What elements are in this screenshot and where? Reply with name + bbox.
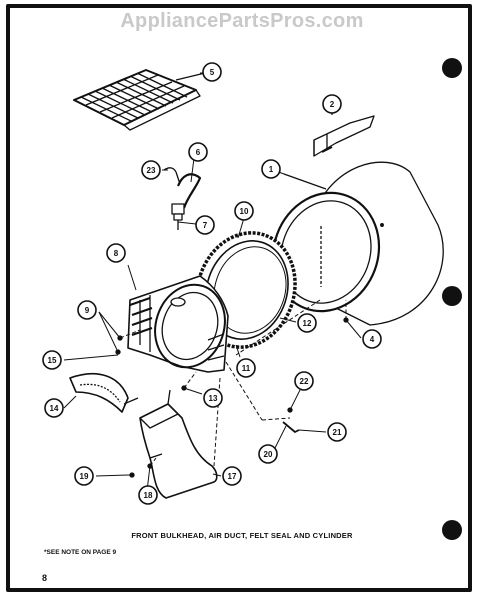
callout-11: 11 xyxy=(236,358,256,378)
callout-circle xyxy=(44,398,64,418)
callout-number: 11 xyxy=(242,364,251,373)
callout-8: 8 xyxy=(106,243,126,263)
callout-number: 9 xyxy=(85,306,90,315)
callout-7: 7 xyxy=(195,215,215,235)
callout-number: 19 xyxy=(80,472,89,481)
note-text: *SEE NOTE ON PAGE 9 xyxy=(44,549,117,556)
part-17-air-duct xyxy=(139,389,218,499)
callout-number: 12 xyxy=(303,319,312,328)
callout-5: 5 xyxy=(202,62,222,82)
callout-number: 18 xyxy=(144,491,153,500)
callout-17: 17 xyxy=(222,466,242,486)
callout-22: 22 xyxy=(294,371,314,391)
callout-circle xyxy=(261,159,281,179)
callout-number: 22 xyxy=(300,377,309,386)
callout-15: 15 xyxy=(42,350,62,370)
callout-number: 23 xyxy=(147,166,156,175)
binder-hole-top xyxy=(442,58,462,78)
callout-number: 10 xyxy=(240,207,249,216)
callout-circle xyxy=(236,358,256,378)
callout-circle xyxy=(106,243,126,263)
callout-circle xyxy=(234,201,254,221)
callout-21: 21 xyxy=(327,422,347,442)
callout-circle xyxy=(327,422,347,442)
callout-number: 13 xyxy=(209,394,218,403)
callout-circle xyxy=(203,388,223,408)
callout-13: 13 xyxy=(203,388,223,408)
callout-1: 1 xyxy=(261,159,281,179)
callout-number: 4 xyxy=(370,335,375,344)
page-frame xyxy=(6,4,472,592)
callout-circle xyxy=(322,94,342,114)
callout-19: 19 xyxy=(74,466,94,486)
callout-6: 6 xyxy=(188,142,208,162)
callout-number: 15 xyxy=(48,356,57,365)
callout-circle xyxy=(188,142,208,162)
diagram-caption: FRONT BULKHEAD, AIR DUCT, FELT SEAL AND … xyxy=(131,531,353,540)
binder-hole-middle xyxy=(442,286,462,306)
watermark: AppliancePartsPros.com xyxy=(120,10,364,32)
part-8-front-bulkhead xyxy=(127,275,229,373)
part-14-lint-housing xyxy=(69,373,139,413)
part-5-rack xyxy=(73,69,206,131)
part-6-thermostat-wire xyxy=(163,167,202,230)
callout-number: 7 xyxy=(203,221,208,230)
callout-number: 5 xyxy=(210,68,215,77)
callout-number: 21 xyxy=(333,428,342,437)
part-1-cylinder xyxy=(271,161,444,326)
page-number: 8 xyxy=(42,573,48,583)
callout-10: 10 xyxy=(234,201,254,221)
callout-circle xyxy=(141,160,161,180)
callout-circle xyxy=(42,350,62,370)
callout-12: 12 xyxy=(297,313,317,333)
callout-circle xyxy=(77,300,97,320)
callout-circle xyxy=(138,485,158,505)
callout-circle xyxy=(258,444,278,464)
binder-hole-bottom xyxy=(442,520,462,540)
callout-number: 2 xyxy=(330,100,335,109)
callout-circle xyxy=(222,466,242,486)
callout-number: 14 xyxy=(50,404,59,413)
callout-23: 23 xyxy=(141,160,161,180)
callout-circle xyxy=(74,466,94,486)
callout-2: 2 xyxy=(322,94,342,114)
callout-number: 20 xyxy=(264,450,273,459)
callout-9: 9 xyxy=(77,300,97,320)
callout-20: 20 xyxy=(258,444,278,464)
callout-4: 4 xyxy=(362,329,382,349)
callout-number: 17 xyxy=(228,472,237,481)
callout-14: 14 xyxy=(44,398,64,418)
callout-circle xyxy=(195,215,215,235)
callout-number: 1 xyxy=(269,165,274,174)
callout-number: 6 xyxy=(196,148,201,157)
part-2-bracket xyxy=(313,108,375,157)
callout-circle xyxy=(362,329,382,349)
callout-circle xyxy=(297,313,317,333)
callout-number: 8 xyxy=(114,249,119,258)
callout-circle xyxy=(294,371,314,391)
callout-circle xyxy=(202,62,222,82)
callout-18: 18 xyxy=(138,485,158,505)
